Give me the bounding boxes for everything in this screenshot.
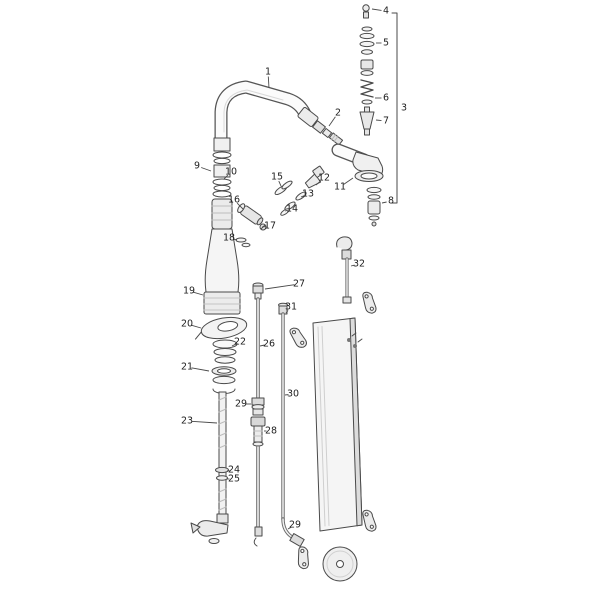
faucet-body [203,228,241,315]
part-label: 11 [334,182,346,193]
part-label: 5 [383,38,389,49]
spring-group-6 [360,59,374,105]
washer-stack-22 [212,339,238,364]
pin-4 [362,4,370,19]
part-label: 10 [225,167,237,178]
mounting-plate [312,317,363,532]
part-label: 14 [286,204,298,215]
part-label: 12 [318,173,330,184]
part-label: 32 [353,259,365,270]
check-valve-28 [250,416,266,447]
leader-line [300,195,305,198]
part-label: 26 [263,339,275,350]
leader-line [278,180,282,187]
leader-line [233,238,238,241]
leader-line [381,201,387,204]
leader-line [315,180,321,186]
part-label: 15 [271,172,283,183]
supply-hose-b [278,302,305,547]
leader-line [287,526,292,530]
threaded-shank-23 [190,391,229,544]
leader-line [328,116,336,127]
part-label: 8 [388,196,394,207]
leader-line [259,344,265,347]
hose-connector-2 [312,120,344,146]
part-label: 24 [228,465,240,476]
leader-line [284,209,288,212]
leader-line [191,367,210,372]
spout-column [211,137,233,230]
part-label: 2 [335,108,341,119]
part-label: 21 [181,362,193,373]
hose-clip-b [356,290,382,316]
part-label: 29 [289,520,301,531]
seal-pair-18 [235,237,251,248]
leader-line [201,167,212,172]
leader-line [193,291,204,296]
spray-outlet [297,107,319,127]
part-label: 22 [234,337,246,348]
part-label: 27 [293,279,305,290]
part-label: 28 [265,426,277,437]
part-label: 6 [383,93,389,104]
pullout-hose-32 [336,236,353,304]
part-label: 16 [228,195,240,206]
elbow-fitting-29b [289,533,305,547]
cartridge-parts-column [359,4,375,136]
spout-tube [214,80,312,145]
part-label: 19 [183,286,195,297]
spray-head-11 [331,143,384,182]
supply-hose-a [250,282,266,547]
part-label: 30 [287,389,299,400]
hose-clip-d [289,544,317,572]
part-label: 31 [285,302,297,313]
leader-line [371,8,382,11]
part-label: 1 [265,67,271,78]
leader-line [285,310,289,314]
leader-line [236,202,244,210]
washer-25 [216,475,228,481]
part-label: 3 [401,103,407,114]
leader-line [191,420,218,424]
part-label: 13 [302,189,314,200]
part-label: 9 [194,161,200,172]
leader-line [375,119,382,122]
leader-line [264,284,295,290]
leader-line [223,174,229,180]
part-label: 17 [264,221,276,232]
part-label: 29 [235,399,247,410]
seal-stack-5 [359,26,375,55]
leader-line [267,76,270,89]
part-label: 18 [223,233,235,244]
group-bracket-3 [391,12,398,204]
part-label: 20 [181,319,193,330]
leader-line [191,324,202,329]
leader-line [231,343,237,347]
fastener-group-21 [211,366,237,394]
leader-line [343,177,354,185]
escutcheon-plate [194,316,248,340]
part-label: 4 [383,6,389,17]
hose-weight-disc [322,546,358,582]
seal-cluster-12-15 [274,165,325,216]
cone-7 [359,106,375,136]
part-label: 7 [383,116,389,127]
connector-29a [251,397,265,416]
nut-24 [215,466,229,474]
leader-line [350,264,355,267]
plate-screws [347,332,363,348]
hose-clip-a [287,326,310,349]
part-label: 23 [181,416,193,427]
part-label: 25 [228,474,240,485]
check-valve-16 [237,203,264,226]
aerator-stack-8 [366,186,382,227]
